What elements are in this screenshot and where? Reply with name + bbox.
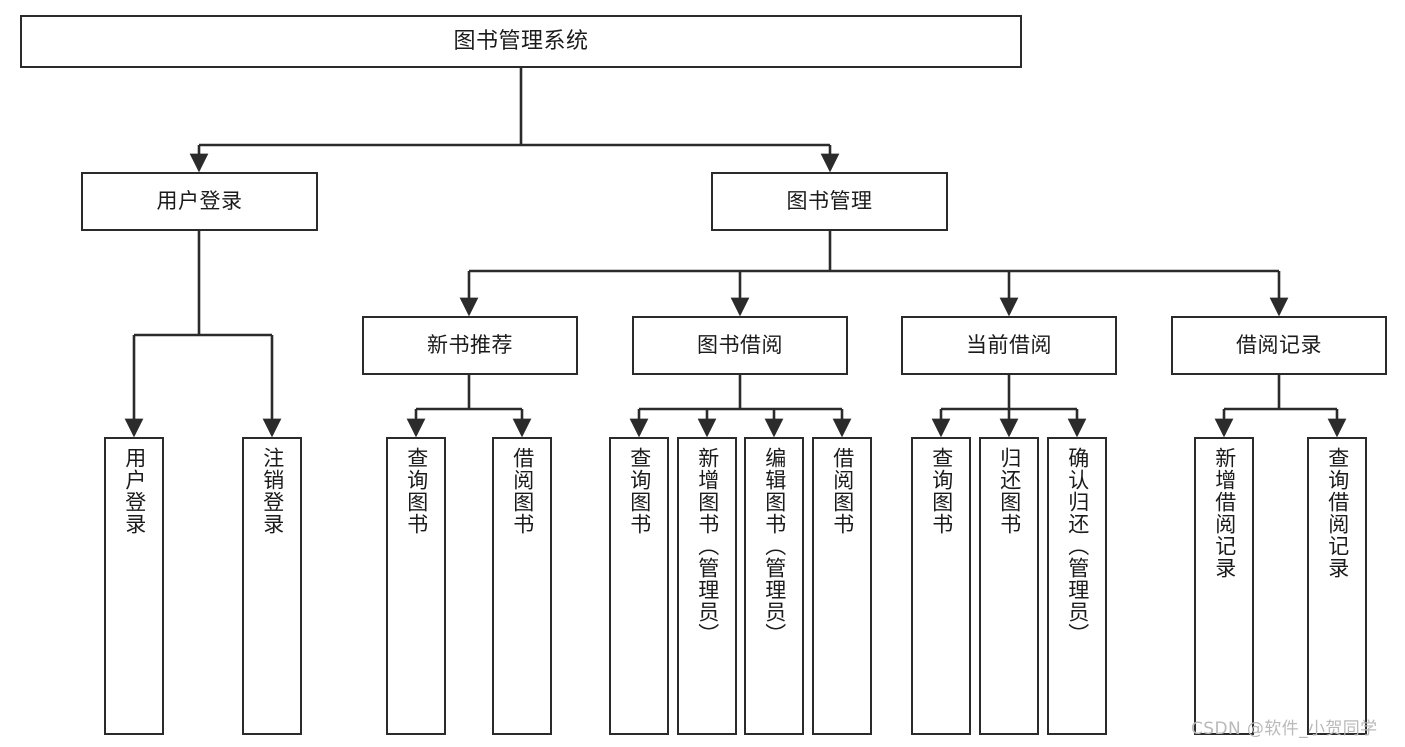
node-root-book-management-system[interactable]: 图书管理系统 (20, 15, 1022, 68)
watermark-text: CSDN @软件_小贺同学 (1191, 719, 1378, 739)
node-book-borrowing[interactable]: 图书借阅 (632, 316, 848, 375)
node-label: 当前借阅 (966, 333, 1052, 358)
node-label: 查询图书 (404, 447, 429, 535)
node-label: 借阅图书 (510, 447, 535, 535)
node-book-management[interactable]: 图书管理 (711, 172, 948, 231)
node-current-borrowing[interactable]: 当前借阅 (901, 316, 1117, 375)
leaf-return-book[interactable]: 归还图书 (979, 437, 1039, 735)
node-label: 查询借阅记录 (1325, 447, 1350, 579)
node-label: 借阅图书 (830, 447, 855, 535)
leaf-query-borrow-record[interactable]: 查询借阅记录 (1307, 437, 1367, 735)
node-label: 新书推荐 (427, 333, 513, 358)
node-label: 注销登录 (260, 447, 285, 535)
leaf-query-book-newbook[interactable]: 查询图书 (386, 437, 446, 735)
node-label: 归还图书 (997, 447, 1022, 535)
leaf-add-book-admin[interactable]: 新增图书（管理员） (677, 437, 737, 735)
node-label: 确认归还（管理员） (1065, 447, 1090, 645)
leaf-confirm-return-admin[interactable]: 确认归还（管理员） (1047, 437, 1107, 735)
node-borrowing-record[interactable]: 借阅记录 (1171, 316, 1387, 375)
leaf-query-book-borrow[interactable]: 查询图书 (609, 437, 669, 735)
leaf-borrow-book-newbook[interactable]: 借阅图书 (492, 437, 552, 735)
node-new-book-recommendation[interactable]: 新书推荐 (362, 316, 578, 375)
leaf-add-borrow-record[interactable]: 新增借阅记录 (1194, 437, 1254, 735)
node-label: 图书管理 (786, 189, 873, 214)
leaf-user-login[interactable]: 用户登录 (104, 437, 164, 735)
node-label: 用户登录 (122, 447, 147, 535)
node-label: 借阅记录 (1236, 333, 1322, 358)
node-label: 新增图书（管理员） (695, 447, 720, 645)
node-label: 图书管理系统 (453, 28, 589, 54)
node-label: 用户登录 (156, 189, 243, 214)
node-user-login[interactable]: 用户登录 (81, 172, 318, 231)
leaf-logout[interactable]: 注销登录 (242, 437, 302, 735)
node-label: 图书借阅 (697, 333, 783, 358)
leaf-borrow-book[interactable]: 借阅图书 (812, 437, 872, 735)
node-label: 编辑图书（管理员） (762, 447, 787, 645)
node-label: 新增借阅记录 (1212, 447, 1237, 579)
leaf-edit-book-admin[interactable]: 编辑图书（管理员） (744, 437, 804, 735)
leaf-query-book-current[interactable]: 查询图书 (911, 437, 971, 735)
node-label: 查询图书 (929, 447, 954, 535)
node-label: 查询图书 (627, 447, 652, 535)
